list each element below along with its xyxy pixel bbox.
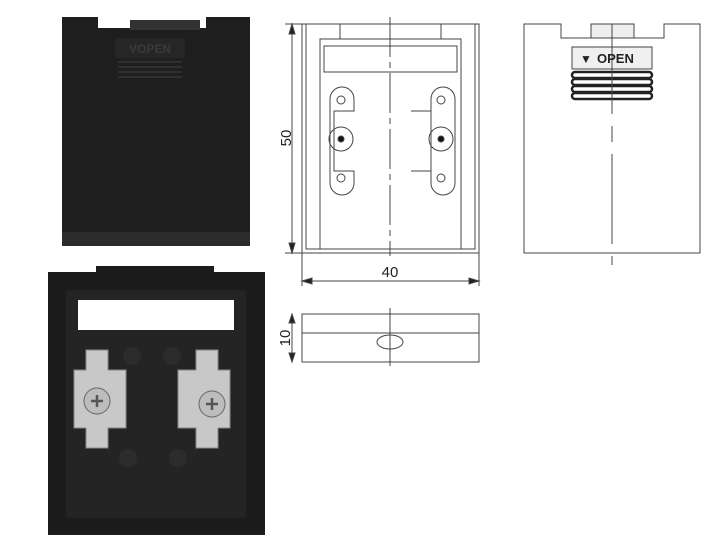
front-view-drawing xyxy=(285,17,481,286)
drawing-terminal-left xyxy=(328,86,355,196)
dimension-width: 40 xyxy=(382,264,399,281)
dimension-height: 50 xyxy=(278,130,295,147)
side-view-drawing xyxy=(288,308,480,366)
dimension-depth: 10 xyxy=(277,330,294,347)
terminal-right xyxy=(177,349,231,449)
back-view-drawing xyxy=(523,23,701,265)
terminal-left xyxy=(73,349,127,449)
drawing-terminal-right xyxy=(411,86,456,196)
cover-photo: VOPEN xyxy=(62,17,250,246)
cover-open-emboss xyxy=(115,38,185,58)
cover-embossed-text: VOPEN xyxy=(129,42,171,56)
base-photo xyxy=(48,266,265,535)
label-window xyxy=(78,300,234,330)
open-arrow-icon: ▼ xyxy=(580,52,592,66)
open-label: OPEN xyxy=(597,51,634,66)
